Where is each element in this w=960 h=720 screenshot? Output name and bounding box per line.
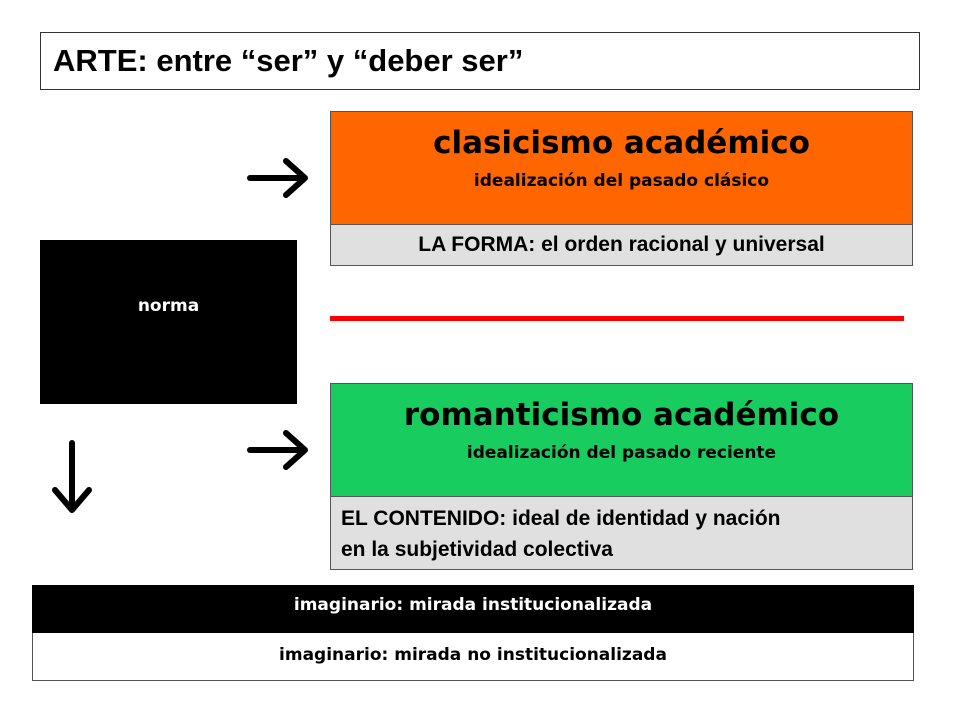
right-arrow-icon bbox=[247, 430, 308, 470]
romanticism-box: romanticismo académico idealización del … bbox=[330, 383, 913, 497]
page-title-text: ARTE: entre “ser” y “deber ser” bbox=[53, 43, 524, 78]
divider-line bbox=[330, 316, 904, 321]
romanticism-subtitle: idealización del pasado reciente bbox=[466, 443, 777, 463]
institutional-gaze-box: imaginario: mirada institucionalizada bbox=[32, 585, 914, 633]
page-title: ARTE: entre “ser” y “deber ser” bbox=[40, 32, 920, 90]
non-institutional-gaze-box: imaginario: mirada no institucionalizada bbox=[32, 633, 914, 681]
content-box: EL CONTENIDO: ideal de identidad y nació… bbox=[330, 497, 913, 570]
down-arrow-icon bbox=[52, 440, 92, 513]
classicism-subtitle: idealización del pasado clásico bbox=[473, 171, 770, 191]
classicism-title: clasicismo académico bbox=[433, 125, 810, 161]
romanticism-title: romanticismo académico bbox=[403, 397, 840, 433]
form-text: LA FORMA: el orden racional y universal bbox=[418, 233, 825, 256]
classicism-box: clasicismo académico idealización del pa… bbox=[330, 111, 913, 225]
norma-label: norma bbox=[137, 296, 200, 316]
form-box: LA FORMA: el orden racional y universal bbox=[330, 225, 913, 266]
norma-box: norma bbox=[40, 240, 297, 404]
right-arrow-icon bbox=[247, 158, 308, 198]
content-text-line2: en la subjetividad colectiva bbox=[341, 538, 613, 561]
institutional-gaze-text: imaginario: mirada institucionalizada bbox=[293, 595, 653, 615]
non-institutional-gaze-text: imaginario: mirada no institucionalizada bbox=[279, 645, 667, 665]
content-text-line1: EL CONTENIDO: ideal de identidad y nació… bbox=[341, 507, 781, 530]
